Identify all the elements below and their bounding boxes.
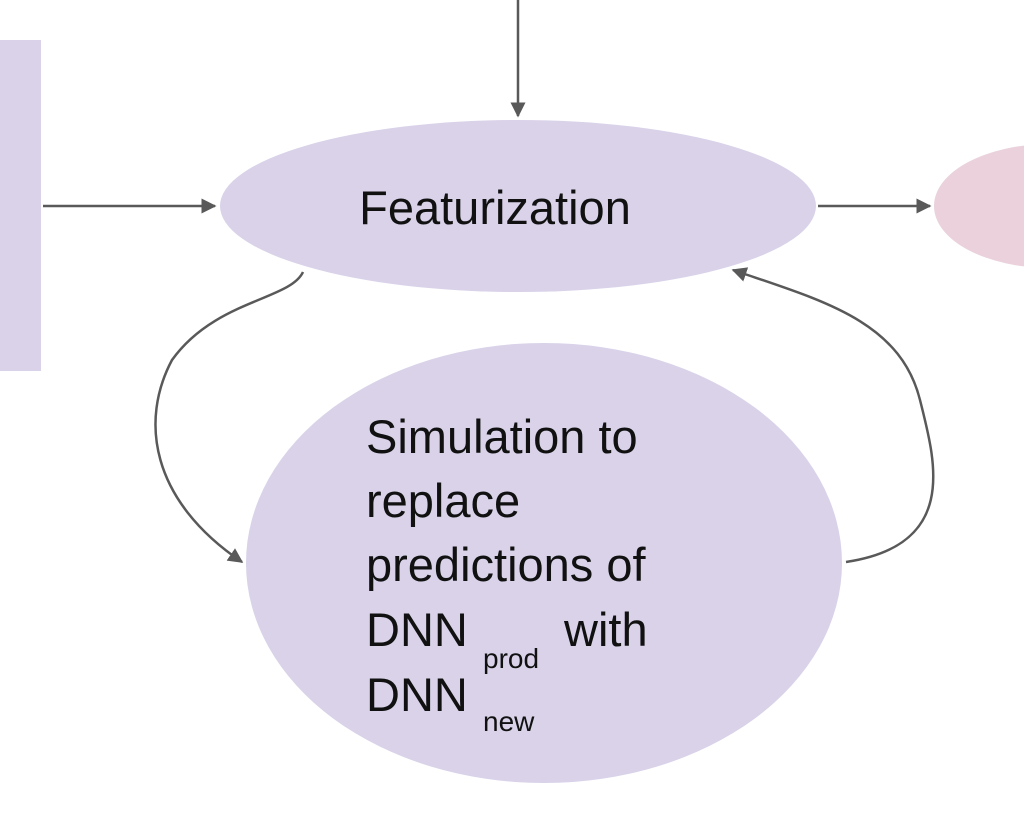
dnn-prod-subscript: prod [483,643,539,674]
simulation-node [246,343,842,783]
dnn-new-subscript: new [483,706,535,737]
output-node [934,145,1024,267]
simulation-label-line-1: Simulation to [366,410,638,463]
dnn-prod-tail: with [563,603,648,656]
arrow-simulation-to-featurization [731,267,935,564]
simulation-label-line-2: replace [366,474,520,527]
featurization-label: Featurization [359,181,631,234]
input-block [0,40,41,371]
dnn-new-base: DNN [366,668,468,721]
featurization-node [220,120,816,292]
arrow-featurization-to-simulation [154,271,305,564]
simulation-label-line-3: predictions of [366,538,646,591]
dnn-prod-base: DNN [366,603,468,656]
